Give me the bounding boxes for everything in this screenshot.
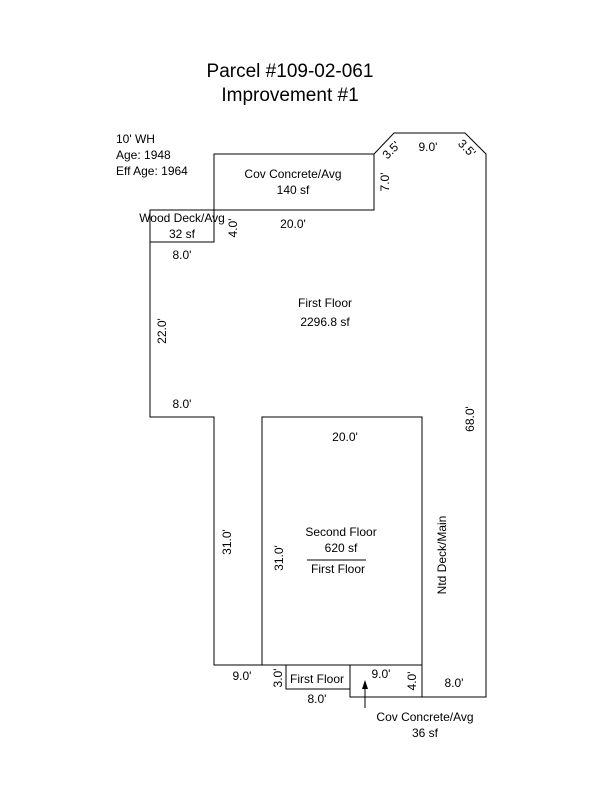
wood-deck-name: Wood Deck/Avg	[139, 211, 225, 225]
dim-left-step: 8.0'	[173, 397, 192, 411]
dim-second-left: 31.0'	[272, 545, 286, 571]
dim-right-side: 68.0'	[463, 406, 477, 432]
dim-deck-right: 4.0'	[226, 219, 240, 238]
dim-porch-bottom: 20.0'	[280, 217, 306, 231]
wall-height-label: 10' WH	[116, 132, 155, 146]
second-floor-size: 620 sf	[325, 541, 358, 555]
second-floor-name: Second Floor	[305, 525, 376, 539]
dim-top-left-diag: 3.5'	[380, 139, 403, 162]
dim-top-edge: 9.0'	[419, 140, 438, 154]
cov-concrete-bottom-name: Cov Concrete/Avg	[376, 710, 473, 724]
dim-porch-right: 7.0'	[378, 173, 392, 192]
age-label: Age: 1948	[116, 148, 171, 162]
first-floor-size: 2296.8 sf	[300, 315, 350, 329]
dim-small-left: 3.0'	[271, 669, 285, 688]
dim-small-bottom: 8.0'	[308, 692, 327, 706]
improvement-title: Improvement #1	[221, 85, 358, 106]
cov-concrete-top-area	[213, 153, 375, 211]
eff-age-label: Eff Age: 1964	[116, 164, 188, 178]
parcel-title: Parcel #109-02-061	[207, 61, 374, 82]
leader-arrowhead	[362, 680, 368, 689]
cov-concrete-top-size: 140 sf	[277, 183, 310, 197]
dim-porch2-top: 9.0'	[372, 667, 391, 681]
wood-deck-size: 32 sf	[169, 227, 196, 241]
dim-deck-bottom: 8.0'	[173, 248, 192, 262]
dim-top-right-diag: 3.5'	[455, 137, 478, 160]
dim-left-upper: 22.0'	[155, 318, 169, 344]
ntd-deck-name: Ntd Deck/Main	[435, 516, 449, 595]
cov-concrete-bottom-size: 36 sf	[412, 726, 439, 740]
dim-bottom-right: 8.0'	[445, 676, 464, 690]
first-floor-small-name: First Floor	[290, 672, 344, 686]
cov-concrete-bottom-area	[349, 664, 423, 698]
dim-second-top: 20.0'	[332, 430, 358, 444]
dim-left-lower: 31.0'	[220, 529, 234, 555]
dim-porch2-right: 4.0'	[405, 672, 419, 691]
cov-concrete-top-name: Cov Concrete/Avg	[244, 167, 341, 181]
second-floor-below: First Floor	[311, 562, 365, 576]
wood-deck-area	[149, 209, 215, 243]
first-floor-name: First Floor	[298, 296, 352, 310]
dim-bottom-left: 9.0'	[233, 669, 252, 683]
